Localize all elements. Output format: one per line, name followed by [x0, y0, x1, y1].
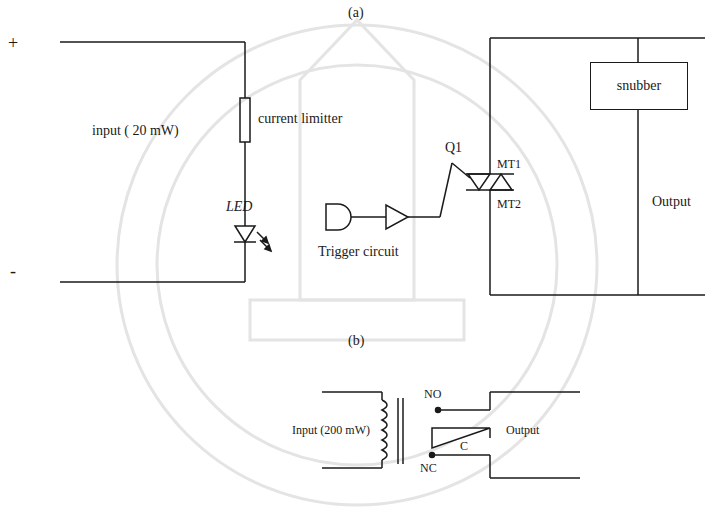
terminal-sign: -	[10, 262, 16, 280]
trigger-circuit	[326, 163, 470, 230]
contact-label: C	[460, 440, 468, 452]
snubber-box: snubber	[590, 62, 688, 110]
led-symbol	[235, 226, 255, 242]
section-label: (b)	[348, 334, 364, 348]
box-text: snubber	[617, 78, 661, 94]
output-label: Output	[506, 424, 539, 436]
resistor-symbol	[240, 98, 250, 142]
terminal-sign: +	[8, 34, 18, 52]
part-name: Trigger circuit	[318, 245, 399, 259]
coil-symbol	[382, 400, 387, 460]
section-label: (a)	[348, 6, 364, 20]
contact-label: NC	[420, 462, 437, 474]
input-circuit	[60, 42, 271, 282]
part-name: current limitter	[258, 112, 342, 126]
pin-name: MT1	[497, 158, 521, 170]
part-name: Q1	[445, 141, 462, 155]
output-label: Output	[652, 195, 691, 209]
watermark	[117, 20, 597, 505]
triac-output	[466, 38, 705, 295]
pin-name: MT2	[497, 198, 521, 210]
part-name: LED	[226, 200, 252, 214]
input-label: Input (200 mW)	[292, 424, 370, 436]
contact-label: NO	[424, 388, 441, 400]
input-label: input ( 20 mW)	[92, 124, 179, 138]
